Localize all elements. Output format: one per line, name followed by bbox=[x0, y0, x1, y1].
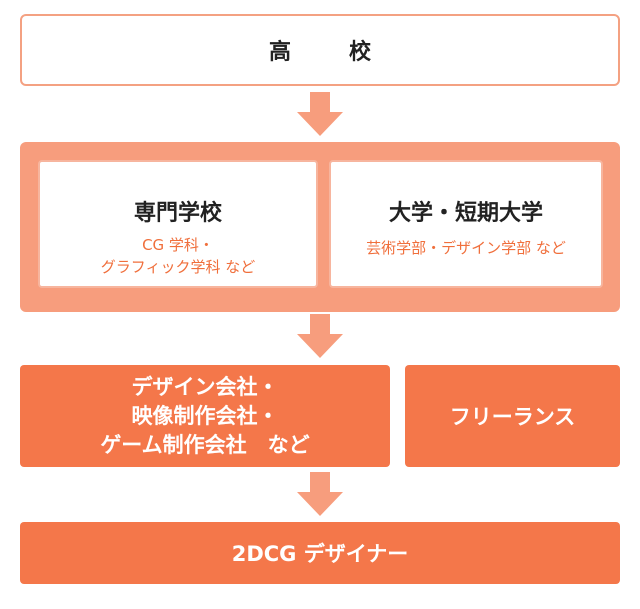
vocational-school-title: 専門学校 bbox=[133, 201, 222, 226]
freelance-label: フリーランス bbox=[449, 405, 576, 429]
companies-line2: 映像制作会社・ bbox=[131, 403, 279, 428]
education-panel: 専門学校 CG 学科・ グラフィック学科 など 大学・短期大学 芸術学部・デザイ… bbox=[20, 142, 620, 312]
freelance-box: フリーランス bbox=[405, 365, 620, 467]
high-school-box: 高 校 bbox=[20, 14, 620, 86]
companies-line3: ゲーム制作会社 など bbox=[100, 432, 310, 457]
companies-line1: デザイン会社・ bbox=[131, 374, 279, 399]
university-detail: 芸術学部・デザイン学部 など bbox=[366, 239, 566, 257]
arrow-down-icon bbox=[297, 472, 343, 516]
career-goal-label: 2DCG デザイナー bbox=[231, 542, 409, 566]
arrow-down-icon bbox=[297, 92, 343, 136]
vocational-school-detail-line1: CG 学科・ bbox=[142, 236, 214, 254]
companies-box: デザイン会社・ 映像制作会社・ ゲーム制作会社 など bbox=[20, 365, 390, 467]
university-card: 大学・短期大学 芸術学部・デザイン学部 など bbox=[329, 160, 603, 288]
vocational-school-detail: CG 学科・ グラフィック学科 など bbox=[40, 234, 316, 278]
career-goal-box: 2DCG デザイナー bbox=[20, 522, 620, 584]
university-title: 大学・短期大学 bbox=[388, 201, 543, 226]
vocational-school-card: 専門学校 CG 学科・ グラフィック学科 など bbox=[38, 160, 318, 288]
high-school-label: 高 校 bbox=[268, 40, 389, 65]
vocational-school-detail-line2: グラフィック学科 など bbox=[100, 258, 256, 276]
arrow-down-icon bbox=[297, 314, 343, 358]
